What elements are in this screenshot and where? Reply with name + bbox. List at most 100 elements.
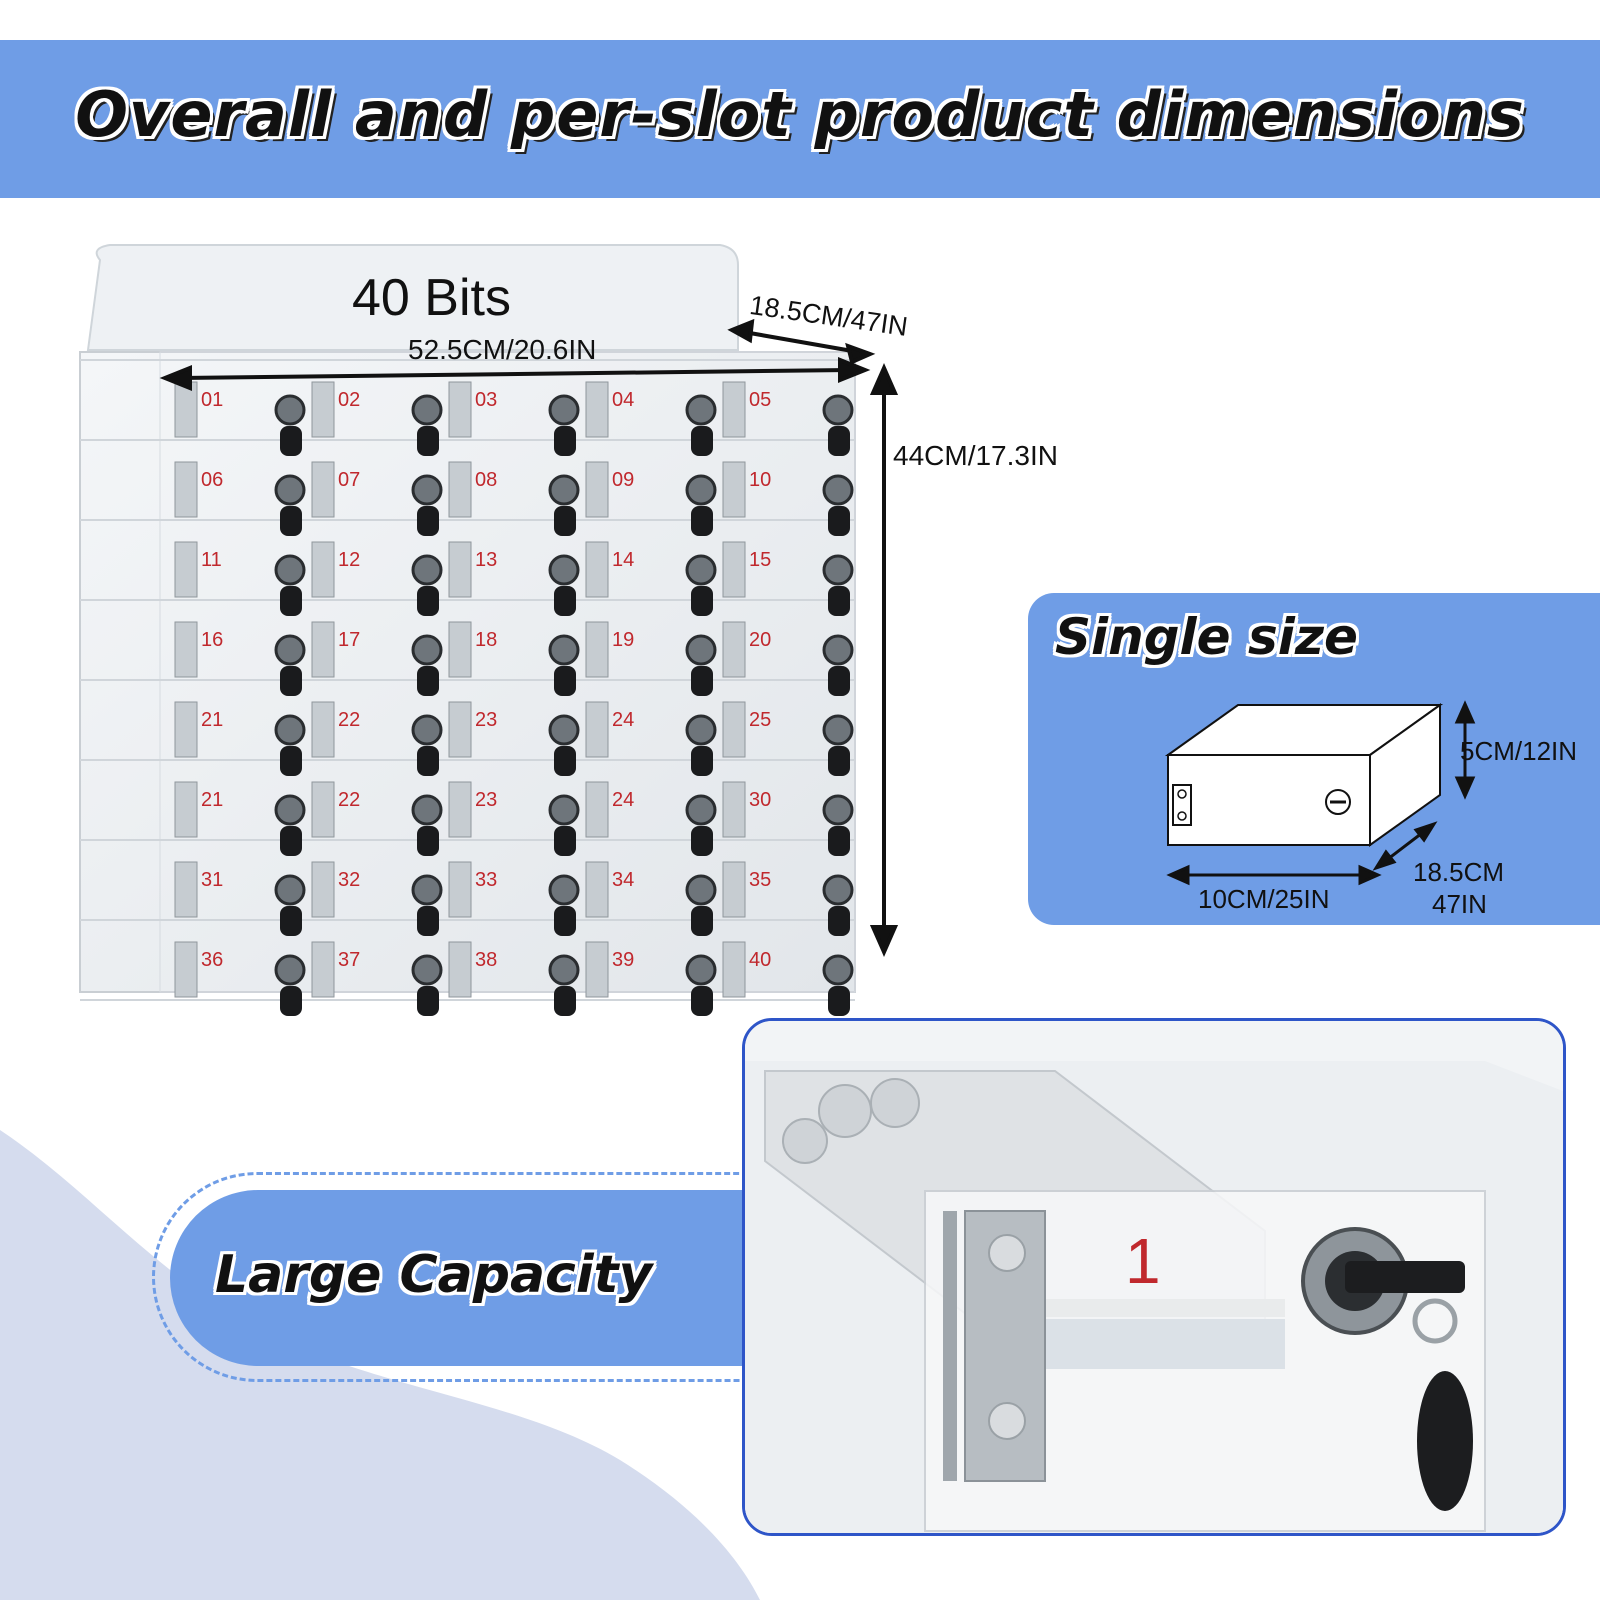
slot-number: 02 [338,389,360,411]
slot-number: 06 [201,469,223,491]
slot-hinge [311,381,335,438]
lock-cylinder [822,634,854,666]
slot-hinge [722,381,746,438]
lock-cylinder [274,394,306,426]
slot-number: 24 [612,789,634,811]
key-icon [554,666,576,696]
slot-number: 04 [612,389,634,411]
key-icon [828,826,850,856]
key-icon [554,426,576,456]
slot-number: 21 [201,789,223,811]
slot-hinge [585,381,609,438]
lock-cylinder [548,474,580,506]
large-capacity-label: Large Capacity [215,1245,653,1305]
key-icon [417,986,439,1016]
key-icon [691,426,713,456]
lock-cylinder [411,874,443,906]
key-icon [417,746,439,776]
slot-number: 21 [201,709,223,731]
key-icon [691,506,713,536]
slot-hinge [174,861,198,918]
slot-hinge [585,541,609,598]
slot-number: 01 [201,389,223,411]
title-band [0,40,1600,198]
lock-cylinder [548,794,580,826]
lock-cylinder [685,394,717,426]
key-icon [417,666,439,696]
slot-number: 22 [338,789,360,811]
slot-number: 12 [338,549,360,571]
slot-hinge [174,461,198,518]
key-icon [280,986,302,1016]
single-height-label: 5CM/12IN [1460,736,1578,766]
page-title: Overall and per-slot product dimensions [75,78,1525,151]
lock-cylinder [274,554,306,586]
key-icon [828,906,850,936]
slot-hinge [174,701,198,758]
slot-number: 31 [201,869,223,891]
slot-hinge [722,941,746,998]
slot-number: 35 [749,869,771,891]
key-icon [554,986,576,1016]
slot-number: 33 [475,869,497,891]
lock-cylinder [685,714,717,746]
lock-cylinder [822,874,854,906]
lock-cylinder [548,554,580,586]
slot-number: 22 [338,709,360,731]
slot-number: 07 [338,469,360,491]
slot-hinge [448,461,472,518]
slot-hinge [311,461,335,518]
key-icon [828,586,850,616]
key-icon [691,986,713,1016]
slot-hinge [174,781,198,838]
slot-hinge [311,621,335,678]
closeup-slot-number: 1 [1125,1225,1161,1297]
lock-cylinder [274,954,306,986]
slot-number: 14 [612,549,634,571]
slot-number: 11 [201,549,222,571]
key-icon [280,826,302,856]
slot-hinge [722,461,746,518]
lock-cylinder [274,794,306,826]
slot-hinge [448,781,472,838]
lock-cylinder [548,714,580,746]
slot-hinge [585,461,609,518]
key-icon [417,826,439,856]
slot-hinge [311,701,335,758]
cabinet-height-label: 44CM/17.3IN [893,440,1058,471]
slot-hinge [448,941,472,998]
slot-number: 15 [749,549,771,571]
closeup-photo-frame: 1 [742,1018,1566,1536]
lock-cylinder [548,394,580,426]
large-capacity-band [170,1190,780,1366]
slot-hinge [174,941,198,998]
key-icon [828,426,850,456]
slot-hinge [585,781,609,838]
lock-cylinder [685,474,717,506]
slot-number: 05 [749,389,771,411]
slot-hinge [448,541,472,598]
slot-number: 16 [201,629,223,651]
slot-hinge [722,781,746,838]
lock-cylinder [685,954,717,986]
slot-hinge [448,701,472,758]
slot-hinge [722,701,746,758]
slot-number: 34 [612,869,634,891]
key-icon [280,906,302,936]
slot-number: 36 [201,949,223,971]
slot-hinge [174,621,198,678]
lock-cylinder [274,874,306,906]
key-icon [691,666,713,696]
slot-hinge [311,861,335,918]
key-icon [280,746,302,776]
key-icon [417,506,439,536]
closeup-illustration: 1 [745,1021,1563,1533]
single-box-diagram [1164,700,1476,886]
slot-number: 10 [749,469,771,491]
lock-cylinder [274,634,306,666]
large-capacity-dashed-outline [152,1172,812,1382]
slot-hinge [722,621,746,678]
key-icon [417,906,439,936]
slot-number: 23 [475,709,497,731]
